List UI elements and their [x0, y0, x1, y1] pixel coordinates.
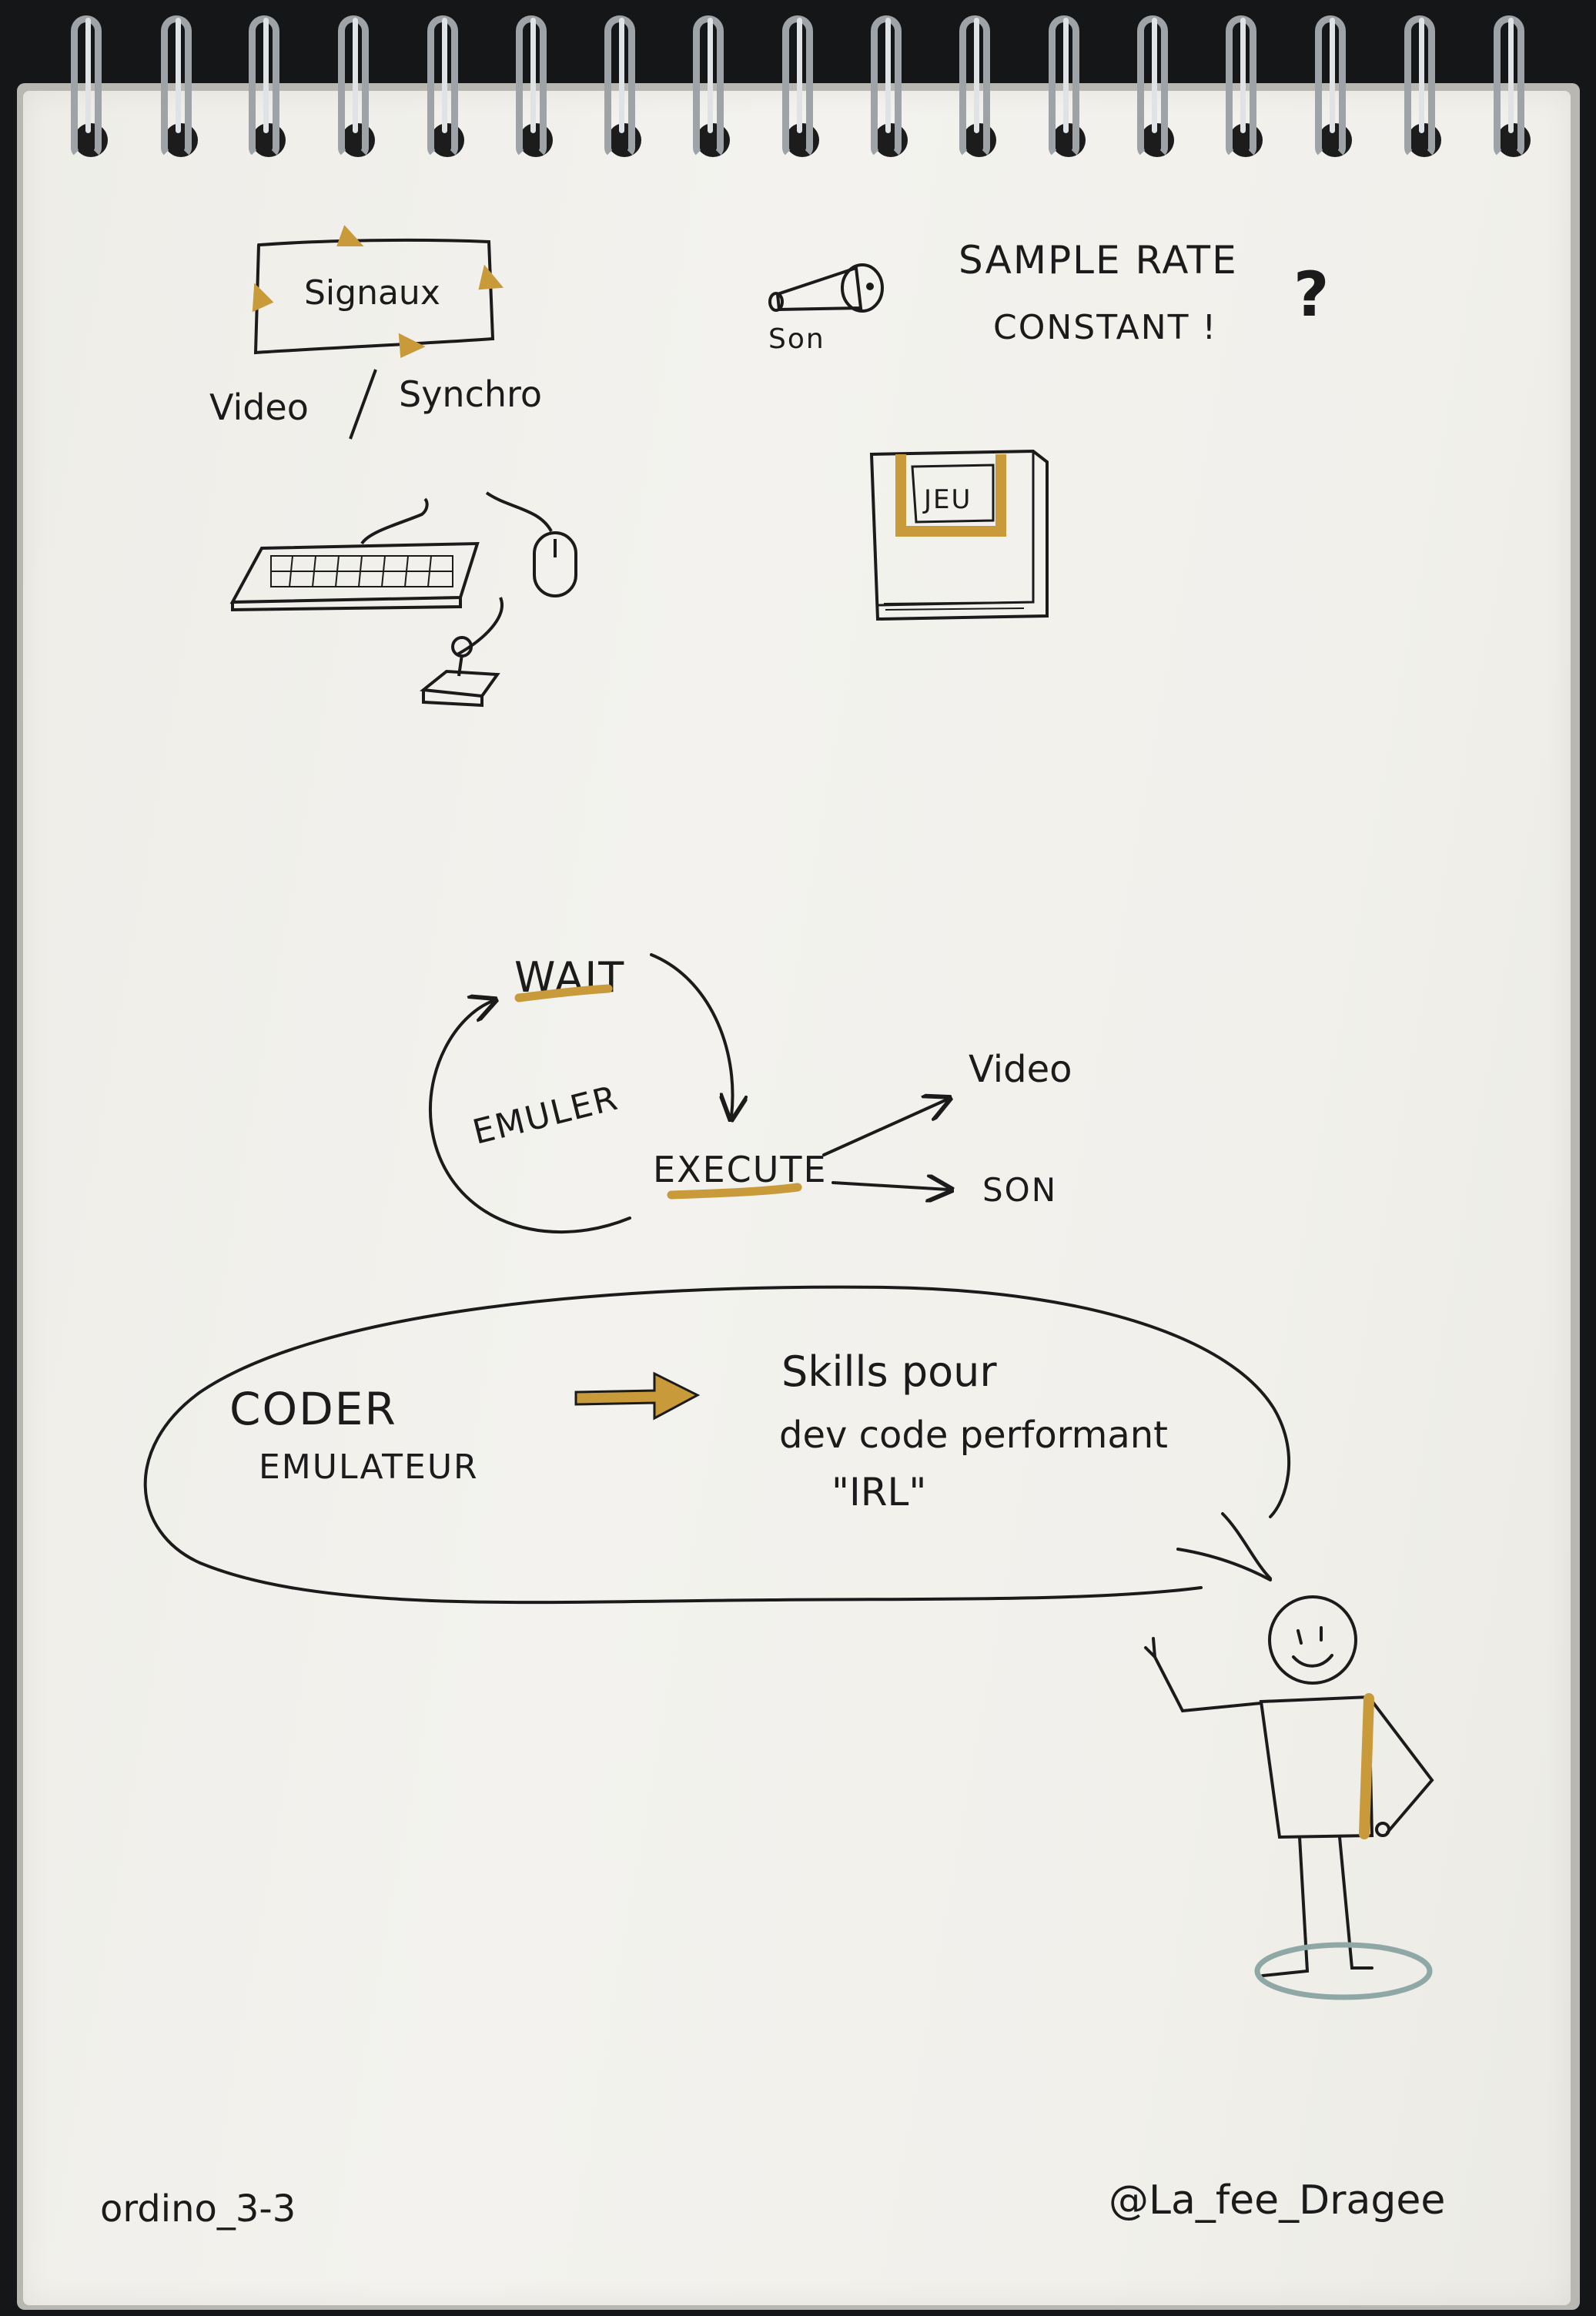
- spiral-coil: [338, 15, 369, 158]
- spiral-coil: [1226, 15, 1256, 158]
- joystick-icon: [419, 597, 504, 708]
- mouse-icon: [485, 491, 577, 597]
- spiral-coil: [1315, 15, 1346, 158]
- cycle-emuler: EMULER: [469, 1079, 622, 1153]
- son-label: Son: [768, 323, 825, 355]
- synchro-label: Synchro: [399, 373, 542, 415]
- keyboard-icon: [229, 497, 480, 612]
- output-son: SON: [982, 1171, 1057, 1209]
- cartridge-label: JEU: [922, 484, 972, 515]
- spiral-coil: [427, 15, 458, 158]
- cartridge-icon: [869, 449, 1049, 621]
- footer-left-label: ordino_3-3: [100, 2187, 296, 2231]
- spiral-coil: [604, 15, 635, 158]
- question-mark: ?: [1293, 259, 1329, 330]
- cycle-execute: EXECUTE: [653, 1149, 828, 1190]
- gold-arrow-icon: [574, 1371, 701, 1421]
- bubble-right-line2: dev code performant: [779, 1414, 1168, 1457]
- signal-loop-icon: [252, 225, 504, 359]
- execute-underline: [667, 1183, 802, 1200]
- footer-right-signature: @La_fee_Dragee: [1109, 2177, 1445, 2224]
- speech-bubble-icon: [143, 1285, 1291, 1605]
- spiral-coil: [161, 15, 192, 158]
- spiral-coil: [71, 15, 102, 158]
- spiral-coil: [516, 15, 547, 158]
- sample-rate-line2: CONSTANT !: [993, 308, 1217, 347]
- spiral-coil: [782, 15, 813, 158]
- spiral-coil: [959, 15, 990, 158]
- slash-divider: [349, 369, 377, 440]
- cycle-arrow-icon: [429, 953, 949, 1234]
- stick-figure-icon: [1144, 1595, 1434, 2000]
- output-video: Video: [969, 1048, 1072, 1091]
- spiral-coil: [1494, 15, 1524, 158]
- spiral-coil: [249, 15, 279, 158]
- horn-icon: [768, 263, 884, 313]
- bubble-right-line3: "IRL": [831, 1470, 926, 1514]
- spiral-coil: [1049, 15, 1079, 158]
- wait-underline: [514, 984, 613, 1002]
- bubble-left-line1: CODER: [229, 1383, 397, 1435]
- notebook-page: [23, 91, 1571, 2305]
- sample-rate-line1: SAMPLE RATE: [959, 238, 1238, 283]
- spiral-coil: [1404, 15, 1435, 158]
- bubble-right-line1: Skills pour: [781, 1347, 997, 1396]
- spiral-coil: [693, 15, 724, 158]
- bubble-left-line2: EMULATEUR: [259, 1448, 479, 1487]
- spiral-coil: [1137, 15, 1168, 158]
- spiral-coil: [871, 15, 902, 158]
- signals-box-label: Signaux: [304, 273, 440, 313]
- video-label: Video: [209, 387, 309, 428]
